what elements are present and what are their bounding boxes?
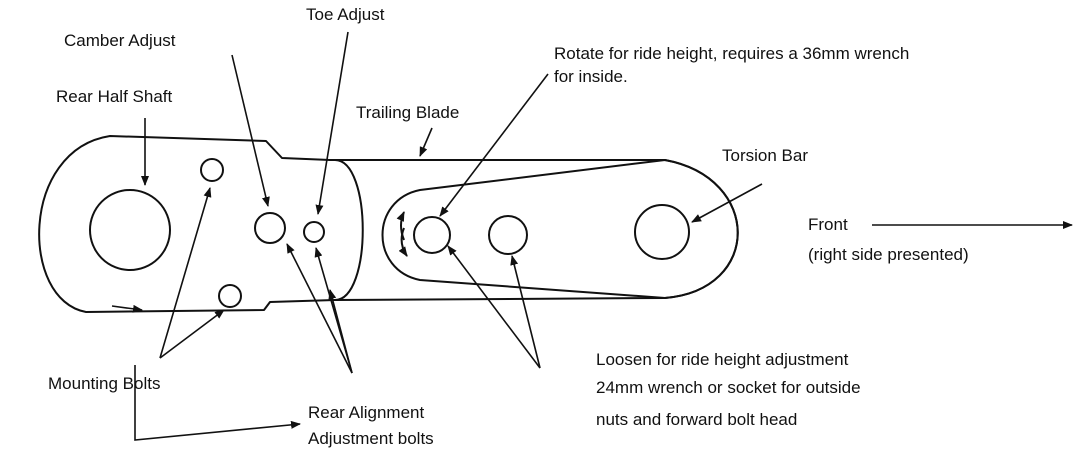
arrow-trailing-blade — [419, 127, 433, 157]
label-rear-alignment-line2: Adjustment bolts — [308, 429, 434, 448]
arrow-mounting-upper — [159, 187, 212, 359]
label-rear-alignment-line1: Rear Alignment — [308, 403, 425, 422]
mounting-bolt-lower — [218, 284, 242, 308]
ride-height-eccentric — [413, 216, 451, 254]
label-rotate-line2: for inside. — [554, 67, 628, 86]
rear-half-shaft-hole — [89, 189, 171, 271]
label-front: Front — [808, 215, 848, 234]
trailing-arm-outline — [38, 135, 364, 313]
label-rotate-line1: Rotate for ride height, requires a 36mm … — [554, 44, 910, 63]
arrow-bracket-bottom — [134, 365, 301, 441]
label-right-side: (right side presented) — [808, 245, 969, 264]
label-loosen-line2: 24mm wrench or socket for outside — [596, 378, 861, 397]
arrow-rotate — [439, 73, 549, 217]
label-torsion-bar: Torsion Bar — [722, 146, 808, 165]
arrow-loosen-forward-bolt — [510, 255, 541, 369]
rotate-arrow-up-icon — [396, 211, 405, 241]
camber-adjust-bolt — [254, 212, 286, 244]
arrow-camber — [231, 54, 270, 207]
arrow-torsion-bar — [691, 183, 763, 223]
label-rear-half-shaft: Rear Half Shaft — [56, 87, 173, 106]
label-camber-adjust: Camber Adjust — [64, 31, 176, 50]
label-toe-adjust: Toe Adjust — [306, 5, 385, 24]
arrow-toe — [315, 31, 349, 215]
toe-adjust-bolt — [303, 221, 325, 243]
label-loosen-line3: nuts and forward bolt head — [596, 410, 798, 429]
forward-bolt — [488, 215, 528, 255]
trailing-blade-outline — [329, 159, 739, 301]
label-trailing-blade: Trailing Blade — [356, 103, 460, 122]
arrow-loosen-eccentric — [447, 245, 541, 369]
label-loosen-line1: Loosen for ride height adjustment — [596, 350, 849, 369]
label-mounting-bolts: Mounting Bolts — [48, 374, 161, 393]
arrow-alignment-body — [328, 289, 353, 374]
arrow-alignment-camber — [286, 243, 353, 374]
torsion-bar-hole — [634, 204, 690, 260]
rotate-arrow-down-icon — [398, 227, 408, 257]
arrow-body-edge — [111, 304, 143, 313]
mounting-bolt-upper — [200, 158, 224, 182]
arrow-mounting-lower — [159, 309, 225, 359]
torsion-arm-outline — [381, 159, 739, 299]
